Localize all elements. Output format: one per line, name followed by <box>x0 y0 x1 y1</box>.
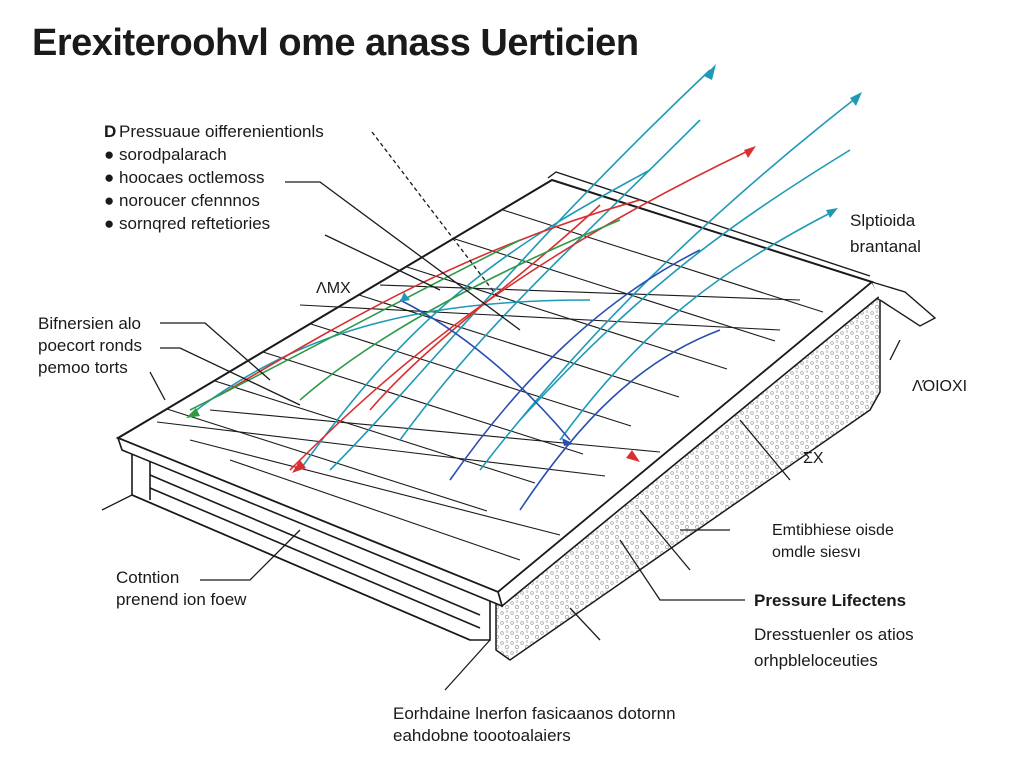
legend-marker: ● <box>104 214 115 233</box>
flow-arrow-red <box>289 149 751 471</box>
legend: D Pressuaue oifferenientionls ● sorodpal… <box>104 120 324 235</box>
diagram-title: Erexiteroohvl ome anass Uerticien <box>32 22 639 64</box>
pressure-subtext-line: Dresstuenler os atios <box>754 625 914 644</box>
legend-text: Pressuaue oifferenientionls <box>119 122 324 141</box>
top-right-callout-line: brantanal <box>850 237 921 256</box>
flow-arrow-red <box>369 204 601 411</box>
bottom-left-callout-line: prenend ion foew <box>116 590 247 609</box>
small-right-callout-line: Emtibhiese oisde <box>772 522 894 539</box>
legend-text: sornqred reftetiories <box>119 214 271 233</box>
flow-arrows <box>189 69 857 511</box>
flow-arrow-teal <box>559 211 833 441</box>
bottom-left-callout-line: Cotntion <box>116 568 180 587</box>
legend-item: ● noroucer cfennnos <box>104 189 324 212</box>
legend-item: ● sornqred reftetiories <box>104 212 324 235</box>
flow-arrow-green <box>189 239 521 411</box>
side-code-label: ΛΌΙΟΧΙ <box>912 378 968 395</box>
bottom-center-callout-line: Eorhdaine lnerfon fasicaanos dotornn <box>393 704 676 723</box>
pressure-subtext: Dresstuenler os atios orhpbleloceuties <box>754 622 914 674</box>
legend-text: sorodpalarach <box>119 145 227 164</box>
legend-marker: ● <box>104 145 115 164</box>
flow-arrow-teal <box>189 299 591 416</box>
left-callout-line: Bifnersien alo <box>38 314 142 333</box>
legend-item: ● sorodpalarach <box>104 143 324 166</box>
flow-arrow-teal <box>519 149 851 421</box>
flow-arrow-blue <box>399 299 571 441</box>
small-right-callout: Emtibhiese oisde omdle siesvı <box>772 520 894 564</box>
arrow-heads <box>186 64 862 473</box>
leader-lines <box>101 131 901 691</box>
legend-marker: ● <box>104 191 115 210</box>
flow-arrow-blue <box>449 249 701 481</box>
amx-label: ΛMX <box>316 280 351 297</box>
left-callout-line: poecort ronds <box>38 336 142 355</box>
legend-text: hoocaes octlemoss <box>119 168 265 187</box>
left-callout-line: pemoo torts <box>38 358 128 377</box>
roof-slab <box>115 171 937 608</box>
bottom-left-callout: Cotntion prenend ion foew <box>116 567 246 611</box>
top-right-callout: Slptioida brantanal <box>850 208 921 260</box>
bottom-center-callout-line: eahdobne toootoalaiers <box>393 726 571 745</box>
flow-arrow-green <box>299 219 621 401</box>
left-callout: Bifnersien alo poecort ronds pemoo torts <box>38 313 142 379</box>
pressure-title: Pressure Lifectens <box>754 591 907 610</box>
legend-marker: ● <box>104 168 115 187</box>
flow-arrow-teal <box>399 119 701 441</box>
legend-item: D Pressuaue oifferenientionls <box>104 120 324 143</box>
roof-grid <box>156 209 824 561</box>
legend-marker: D <box>104 122 117 141</box>
pressure-subtext-line: orhpbleloceuties <box>754 651 878 670</box>
flow-arrow-blue <box>519 329 721 511</box>
legend-text: noroucer cfennnos <box>119 191 260 210</box>
flow-arrow-red <box>219 199 641 396</box>
bottom-center-callout: Eorhdaine lnerfon fasicaanos dotornn eah… <box>393 703 676 747</box>
legend-item: ● hoocaes octlemoss <box>104 166 324 189</box>
top-right-callout-line: Slptioida <box>850 211 916 230</box>
flow-arrow-teal <box>299 169 651 471</box>
small-right-callout-line: omdle siesvı <box>772 544 861 561</box>
sx-label: ΣX <box>803 450 824 467</box>
